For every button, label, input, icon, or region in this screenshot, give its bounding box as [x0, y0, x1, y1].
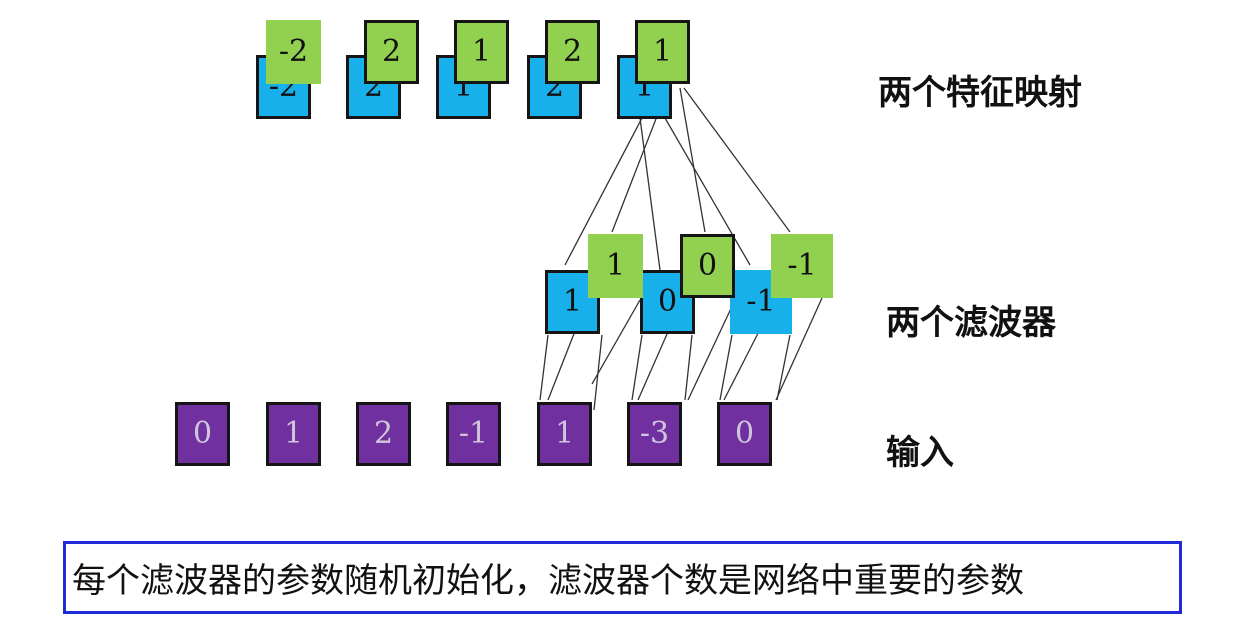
input-cell: 0: [717, 402, 772, 466]
feature-map2-cell: 1: [635, 20, 690, 84]
feature-map2-cell: 2: [364, 20, 419, 84]
caption-text: 每个滤波器的参数随机初始化，滤波器个数是网络中重要的参数: [72, 561, 1024, 601]
filter2-weight: 1: [588, 234, 643, 298]
conn-filter1-input-c: [631, 334, 643, 401]
conn-map2-filter2-c: [683, 87, 791, 233]
conn-filter1-input-b: [593, 334, 603, 411]
conn-map1-filter1-b: [639, 117, 661, 271]
conn-filter1-input-a: [539, 334, 549, 401]
conn-map2-filter2-b: [679, 87, 706, 233]
feature-map2-cell: -2: [266, 20, 321, 84]
filter2-weight: -1: [771, 234, 833, 298]
conn-filter1-input-f: [776, 334, 791, 401]
filters-label: 两个滤波器: [886, 303, 1056, 343]
input-label: 输入: [886, 433, 954, 473]
input-cell: 1: [266, 402, 321, 466]
conn-filter1-input-e: [719, 334, 733, 401]
input-cell: -1: [446, 402, 501, 466]
filter2-weight: 0: [680, 234, 735, 298]
feature-map2-cell: 1: [454, 20, 509, 84]
feature-maps-label: 两个特征映射: [878, 73, 1082, 113]
input-cell: 1: [537, 402, 592, 466]
conn-filter1-input-d: [684, 334, 693, 401]
caption-box: 每个滤波器的参数随机初始化，滤波器个数是网络中重要的参数: [63, 541, 1182, 614]
input-cell: 2: [356, 402, 411, 466]
input-cell: 0: [175, 402, 230, 466]
feature-map2-cell: 2: [545, 20, 600, 84]
input-cell: -3: [627, 402, 682, 466]
conn-filter2-input-d: [687, 299, 736, 401]
